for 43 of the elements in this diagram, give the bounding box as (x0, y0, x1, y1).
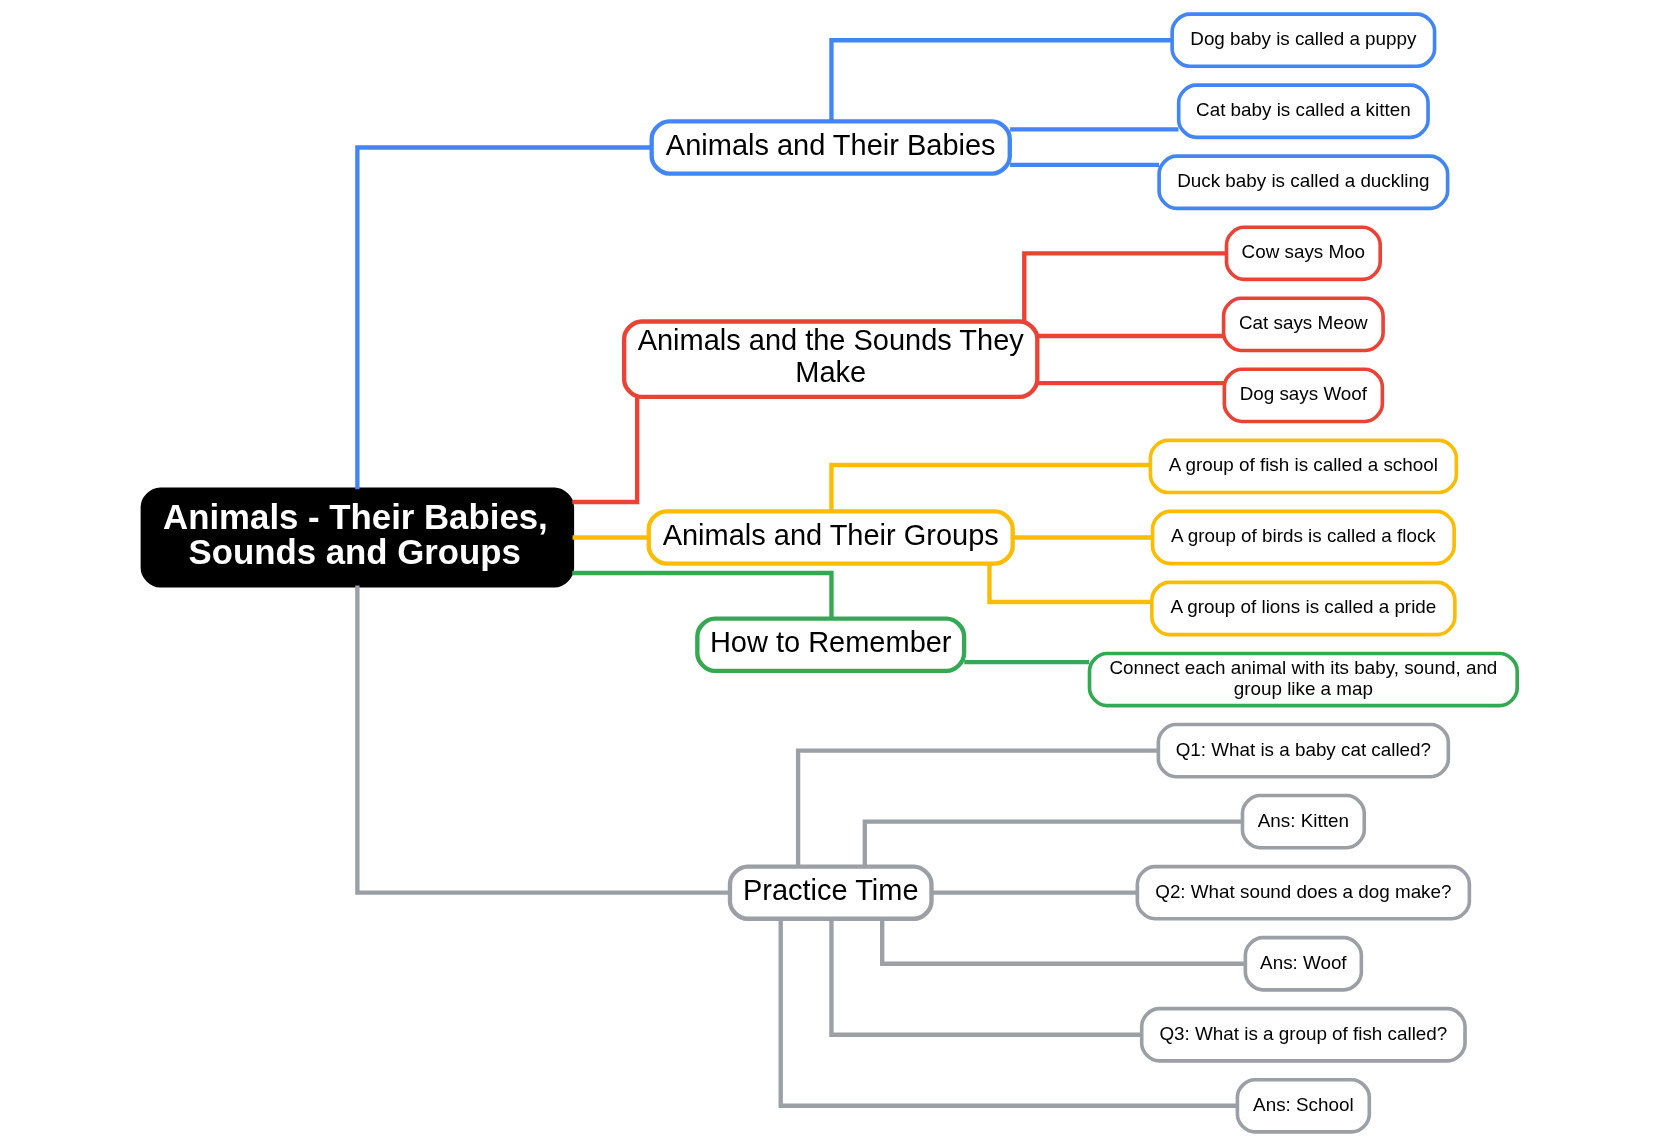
connector (1037, 333, 1224, 339)
connector (1012, 535, 1153, 540)
connector (880, 919, 1246, 966)
connector (862, 819, 1243, 867)
node-box: A group of fish is called a school (1148, 438, 1459, 495)
node-box: Dog baby is called a puppy (1170, 12, 1437, 69)
node-box: Cow says Moo (1224, 225, 1382, 282)
node-box: Cat says Meow (1221, 296, 1385, 353)
node-box: How to Remember (695, 616, 967, 674)
node-box: Animals and Their Babies (649, 119, 1012, 176)
connector (778, 918, 1238, 1108)
connector (829, 919, 1142, 1037)
connector (355, 585, 730, 895)
connector (355, 145, 652, 490)
node-box: Animals and Their Groups (646, 509, 1015, 566)
node-box: A group of lions is called a pride (1150, 580, 1457, 637)
node-box: Q2: What sound does a dog make? (1135, 864, 1472, 921)
connector (1010, 127, 1179, 132)
node-box: Practice Time (727, 864, 934, 921)
node-box: Dog says Woof (1222, 367, 1385, 424)
connector (987, 563, 1152, 605)
node-box: Duck baby is called a duckling (1157, 154, 1450, 211)
connector (1037, 380, 1224, 386)
node-box: Q1: What is a baby cat called? (1156, 722, 1451, 779)
connector (795, 748, 1158, 866)
connector (572, 397, 640, 505)
node-box: Q3: What is a group of fish called? (1139, 1006, 1467, 1063)
connector (572, 535, 649, 540)
connector (572, 570, 834, 619)
node-box: Animals and the Sounds They Make (621, 319, 1040, 400)
node-box: Connect each animal with its baby, sound, and group like a map (1087, 651, 1519, 708)
node-box: Ans: School (1235, 1077, 1372, 1134)
connector (964, 660, 1090, 665)
node-box: Cat baby is called a kitten (1176, 83, 1430, 140)
connector (1010, 162, 1159, 168)
node-box: Ans: Woof (1243, 935, 1364, 992)
connector (1022, 251, 1227, 321)
connector (829, 38, 1172, 121)
node-box: Ans: Kitten (1240, 793, 1367, 850)
node-box: Animals - Their Babies, Sounds and Groups (140, 487, 575, 588)
connector (829, 462, 1151, 512)
connector (931, 890, 1138, 895)
node-box: A group of birds is called a flock (1150, 509, 1456, 566)
